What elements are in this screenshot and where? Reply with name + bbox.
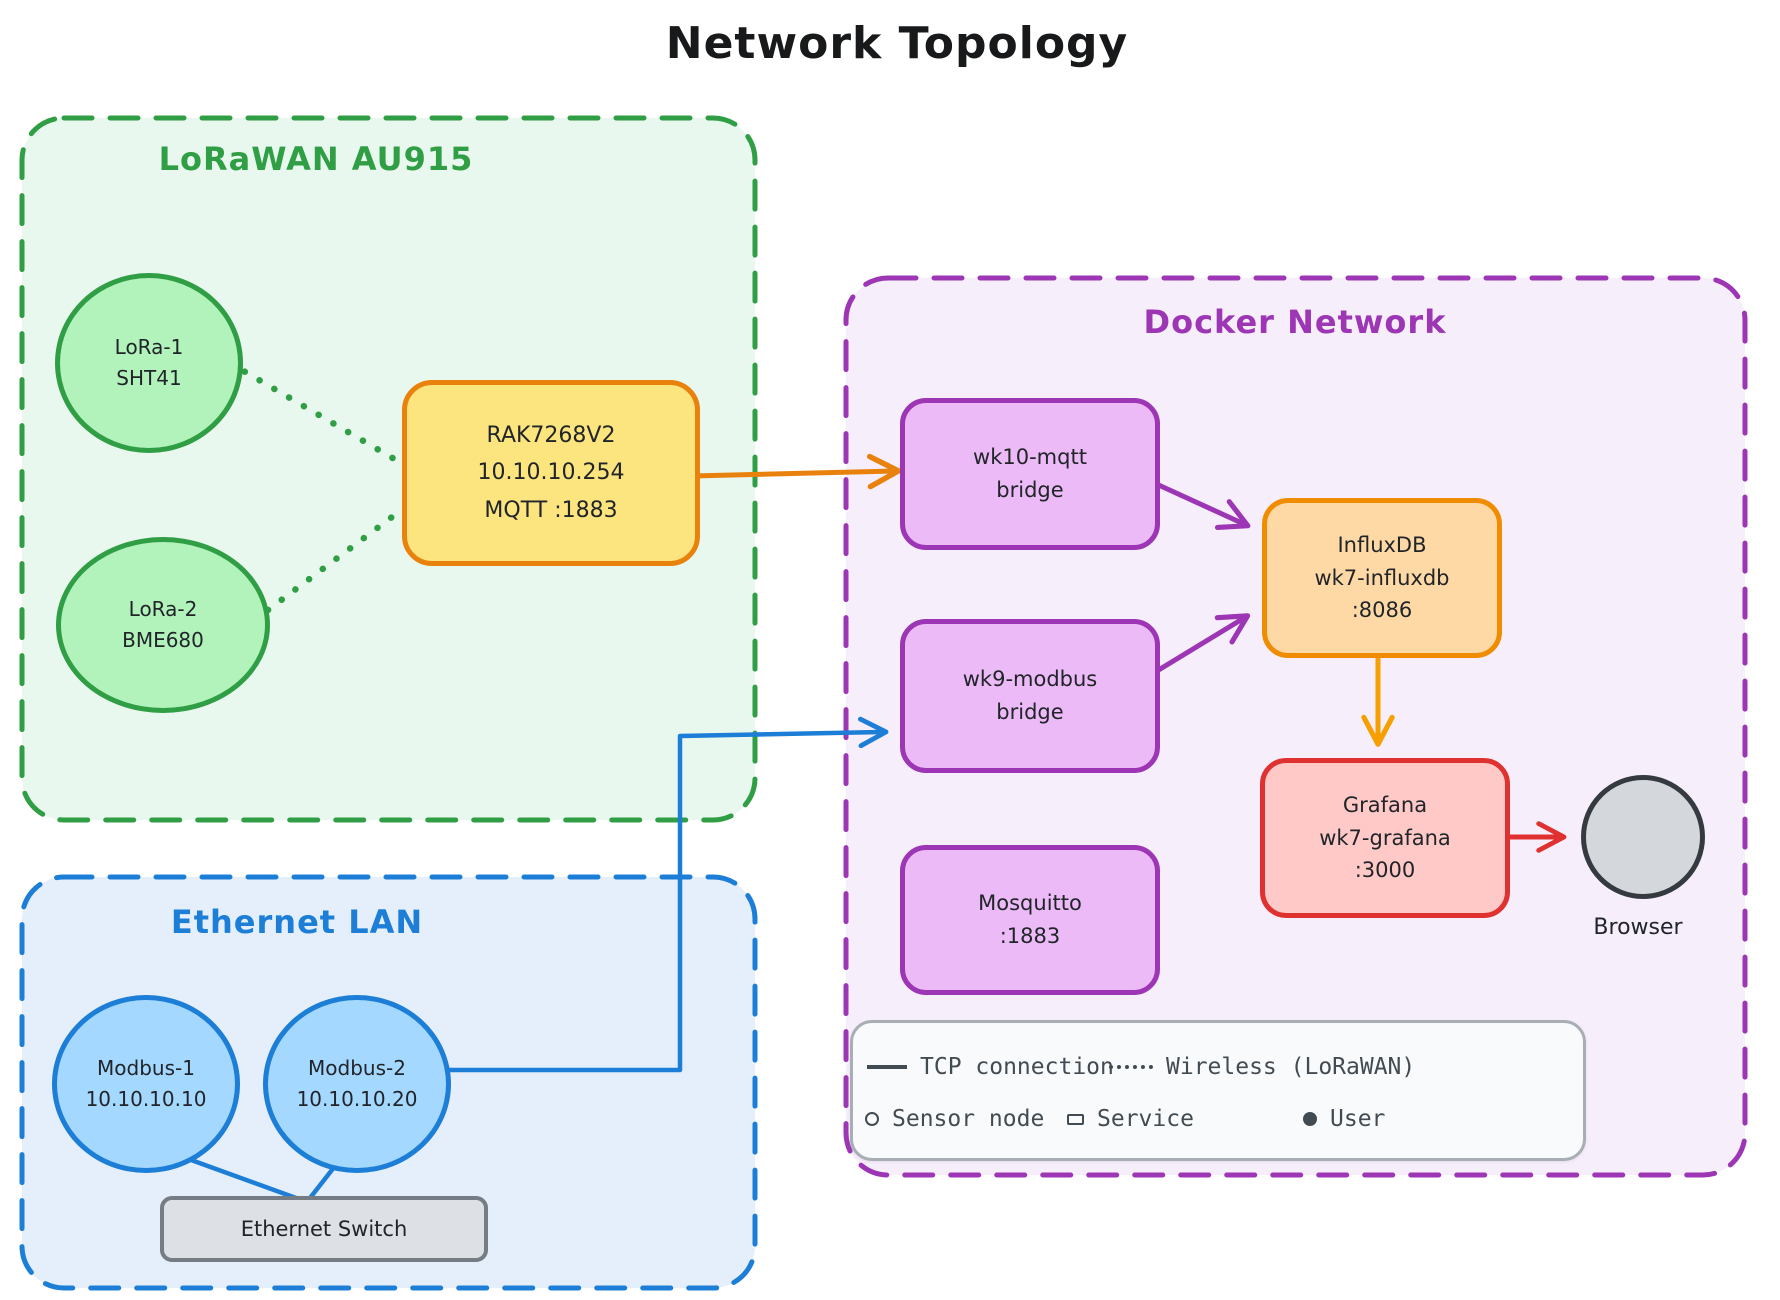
- wireless-link-lora1-gateway: [226, 359, 400, 464]
- tcp-line-icon: [867, 1065, 907, 1069]
- node-container: wk7-influxdb: [1314, 565, 1450, 590]
- sensor-node-modbus1: Modbus-1 10.10.10.10: [52, 995, 240, 1173]
- user-node-browser: [1581, 775, 1705, 899]
- node-name: wk10-mqtt: [973, 445, 1087, 470]
- sensor-node-lora2: LoRa-2 BME680: [56, 537, 270, 713]
- tcp-link-modbus2-wk9: [439, 716, 889, 1073]
- lorawan-group-label: LoRaWAN AU915: [158, 140, 474, 178]
- gateway-node-rak7268v2: RAK7268V2 10.10.10.254 MQTT :1883: [402, 380, 700, 566]
- node-name: Modbus-2: [308, 1056, 406, 1080]
- service-node-mosquitto: Mosquitto :1883: [900, 845, 1160, 995]
- service-node-influxdb: InfluxDB wk7-influxdb :8086: [1262, 498, 1502, 658]
- node-detail: SHT41: [116, 366, 182, 390]
- node-name: RAK7268V2: [486, 422, 616, 448]
- legend-item-sensor-node: Sensor node: [865, 1105, 1044, 1133]
- node-name: InfluxDB: [1337, 533, 1427, 558]
- node-name: wk9-modbus: [962, 667, 1098, 692]
- legend-label: Sensor node: [892, 1106, 1045, 1132]
- legend-label: TCP connection: [920, 1054, 1114, 1080]
- legend: TCP connection Wireless (LoRaWAN) Sensor…: [850, 1020, 1586, 1161]
- sensor-node-icon: [865, 1112, 879, 1126]
- legend-item-service: Service: [1067, 1105, 1194, 1133]
- service-node-grafana: Grafana wk7-grafana :3000: [1260, 758, 1510, 918]
- tcp-link-gateway-wk10: [689, 453, 902, 490]
- node-ip: 10.10.10.254: [477, 460, 625, 486]
- node-name: Modbus-1: [97, 1056, 195, 1080]
- node-name: LoRa-2: [128, 597, 198, 621]
- browser-label: Browser: [1593, 915, 1683, 940]
- ethernet-switch-node: Ethernet Switch: [160, 1196, 488, 1262]
- legend-item-wireless: Wireless (LoRaWAN): [1109, 1053, 1415, 1081]
- node-name: Mosquitto: [978, 891, 1082, 916]
- node-detail: bridge: [996, 700, 1064, 724]
- legend-label: User: [1330, 1106, 1386, 1132]
- node-detail: bridge: [996, 478, 1064, 502]
- node-name: Ethernet Switch: [240, 1216, 408, 1241]
- node-ip: 10.10.10.20: [296, 1087, 418, 1111]
- sensor-node-modbus2: Modbus-2 10.10.10.20: [263, 995, 451, 1173]
- node-port: :3000: [1354, 858, 1416, 883]
- service-node-wk10-mqtt-bridge: wk10-mqtt bridge: [900, 398, 1160, 550]
- diagram-title: Network Topology: [665, 18, 1129, 69]
- legend-label: Wireless (LoRaWAN): [1166, 1054, 1416, 1080]
- node-name: Grafana: [1342, 793, 1428, 818]
- tcp-link-wk10-influxdb: [1149, 479, 1251, 531]
- node-port: :1883: [999, 924, 1061, 948]
- wireless-dotted-line-icon: [1109, 1065, 1153, 1069]
- node-ip: 10.10.10.10: [85, 1087, 207, 1111]
- tcp-link-wk9-influxdb: [1149, 613, 1251, 677]
- node-port: MQTT :1883: [484, 497, 618, 523]
- ethernet-group-label: Ethernet LAN: [170, 903, 424, 941]
- node-detail: BME680: [122, 628, 204, 652]
- legend-label: Service: [1097, 1106, 1194, 1132]
- service-node-wk9-modbus-bridge: wk9-modbus bridge: [900, 619, 1160, 773]
- legend-item-tcp: TCP connection: [867, 1053, 1114, 1081]
- node-container: wk7-grafana: [1319, 825, 1451, 850]
- legend-item-user: User: [1303, 1105, 1385, 1133]
- node-name: LoRa-1: [114, 335, 184, 359]
- sensor-node-lora1: LoRa-1 SHT41: [55, 273, 243, 453]
- docker-group-label: Docker Network: [1143, 303, 1447, 341]
- user-icon: [1303, 1112, 1317, 1126]
- service-icon: [1067, 1113, 1084, 1125]
- node-port: :8086: [1351, 598, 1413, 623]
